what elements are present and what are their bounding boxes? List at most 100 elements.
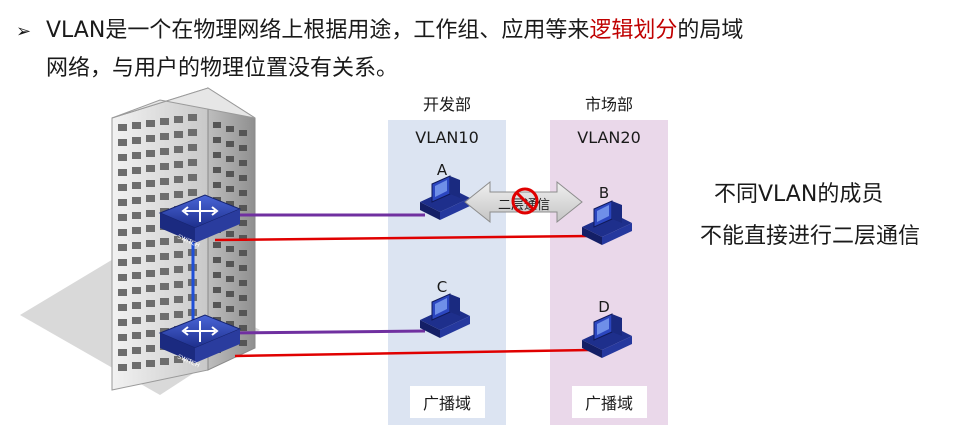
building-window: [174, 296, 183, 303]
building-window: [132, 287, 141, 294]
building-window: [160, 178, 169, 185]
building-window: [239, 160, 247, 166]
building-window: [239, 280, 247, 286]
building-window: [239, 325, 247, 331]
computer-icon: [420, 175, 470, 220]
building-window: [118, 334, 127, 341]
building-window: [146, 135, 155, 142]
building-window: [239, 175, 247, 181]
building-window: [146, 330, 155, 337]
building-window: [160, 298, 169, 305]
building-window: [132, 317, 141, 324]
building-window: [160, 133, 169, 140]
building-window: [213, 257, 221, 263]
building-window: [174, 146, 183, 153]
building-window: [132, 257, 141, 264]
vlan10-dept-label: 开发部: [423, 95, 471, 114]
building-window: [213, 182, 221, 188]
building-window: [132, 197, 141, 204]
building-window: [226, 201, 234, 207]
building-window: [239, 235, 247, 241]
building-window: [174, 176, 183, 183]
building-window: [213, 272, 221, 278]
building-window: [174, 236, 183, 243]
building-window: [118, 349, 127, 356]
building-window: [132, 152, 141, 159]
switch-arrows-icon: [181, 201, 219, 222]
building-window: [146, 345, 155, 352]
building-window: [174, 116, 183, 123]
vlan10-id-label: VLAN10: [415, 128, 479, 147]
building-window: [160, 148, 169, 155]
host-d: [582, 313, 632, 358]
building-window: [188, 189, 197, 196]
building-window: [132, 242, 141, 249]
vlan10-broadcast-label: 广播域: [423, 394, 471, 413]
building-window: [239, 145, 247, 151]
building-window: [174, 131, 183, 138]
building-window: [132, 347, 141, 354]
building-window: [174, 161, 183, 168]
double-arrow-icon: [464, 180, 583, 224]
building-window: [239, 295, 247, 301]
note-line-1: 不同VLAN的成员: [714, 182, 884, 207]
building-window: [174, 311, 183, 318]
intro-line-1: ➢VLAN是一个在物理网络上根据用途，工作组、应用等来逻辑划分的局域: [16, 12, 743, 44]
building-window: [160, 313, 169, 320]
building-window: [118, 184, 127, 191]
building-window: [213, 242, 221, 248]
building-window: [118, 214, 127, 221]
building-window: [226, 186, 234, 192]
building-window: [226, 321, 234, 327]
building-window: [174, 356, 183, 363]
building-window: [160, 358, 169, 365]
building-window: [132, 227, 141, 234]
building-window: [239, 250, 247, 256]
building-window: [239, 190, 247, 196]
link-switch1-host-b: [214, 234, 591, 242]
building-window: [188, 114, 197, 121]
host-a: [420, 175, 470, 220]
computer-icon: [582, 313, 632, 358]
building-window: [188, 129, 197, 136]
vlan10-zone: [388, 120, 506, 425]
building-window: [132, 332, 141, 339]
building-window: [146, 270, 155, 277]
building-window: [118, 154, 127, 161]
building-window: [226, 306, 234, 312]
intro-text-suffix: 的局域: [677, 18, 744, 43]
link-switch2-host-c: [229, 329, 426, 335]
building-window: [118, 124, 127, 131]
building-window: [174, 266, 183, 273]
building-window: [132, 362, 141, 369]
building-window: [160, 283, 169, 290]
building-window: [226, 276, 234, 282]
building-window: [146, 315, 155, 322]
building-window: [118, 259, 127, 266]
building-window: [118, 289, 127, 296]
building-window: [213, 302, 221, 308]
host-c: [420, 293, 470, 338]
building-window: [118, 364, 127, 371]
building-window: [188, 174, 197, 181]
vlan20-dept-label: 市场部: [585, 95, 633, 114]
building-window: [118, 319, 127, 326]
building-window: [226, 246, 234, 252]
building-window: [132, 122, 141, 129]
intro-highlight: 逻辑划分: [589, 18, 678, 43]
building-window: [160, 238, 169, 245]
blocked-communication: 二层通信: [464, 180, 583, 224]
building-window: [146, 120, 155, 127]
host-b-label: B: [599, 184, 609, 202]
building-window: [174, 251, 183, 258]
building-window: [118, 169, 127, 176]
building-window: [118, 199, 127, 206]
building-window: [226, 171, 234, 177]
building-window: [132, 212, 141, 219]
host-a-label: A: [437, 161, 448, 179]
building-window: [160, 193, 169, 200]
link-switch2-host-d: [234, 348, 591, 358]
building-window: [146, 255, 155, 262]
